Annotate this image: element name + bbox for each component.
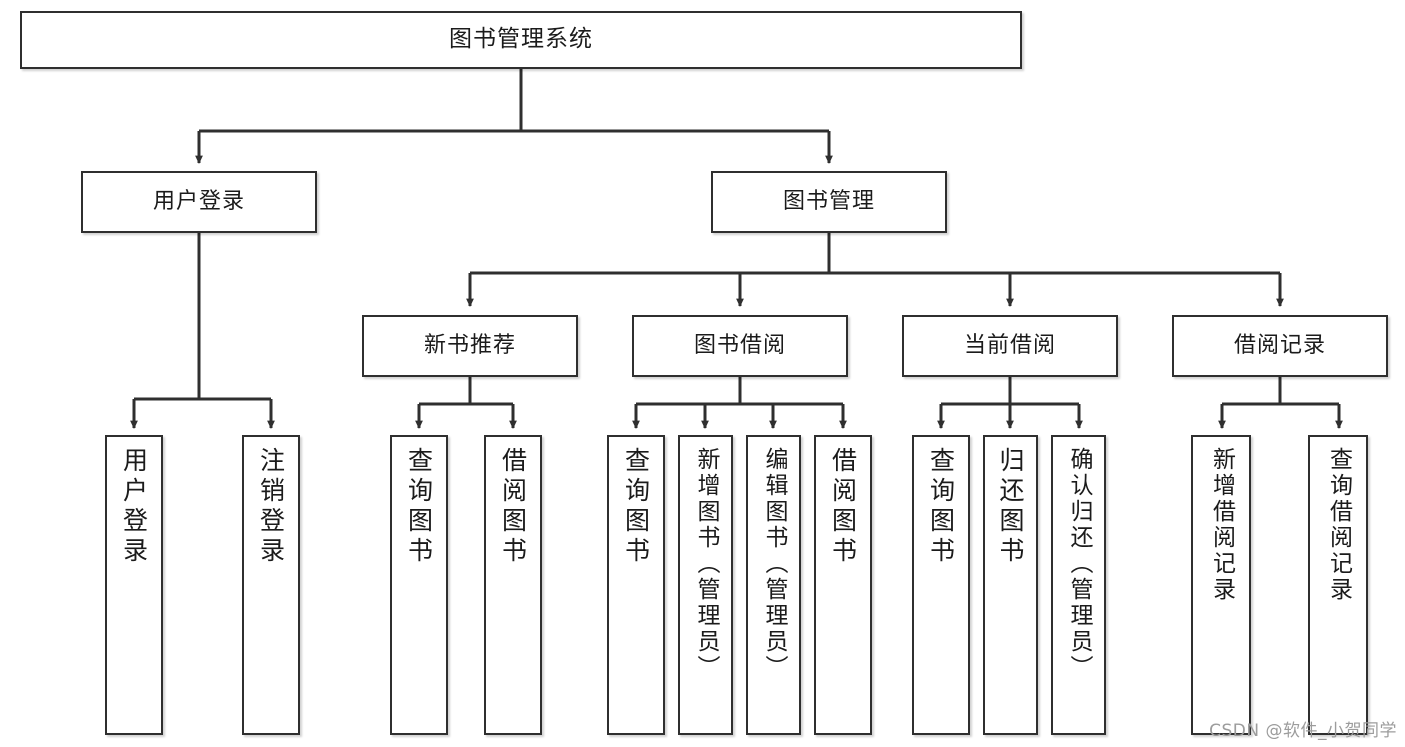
node-label: 查询图书 [926,447,956,567]
node-label: 编辑图书（管理员） [761,447,787,681]
leaf-borrow-query-book[interactable]: 查询图书 [607,435,665,735]
node-label: 借阅图书 [498,447,528,567]
node-label: 查询借阅记录 [1325,447,1352,603]
node-new-book-recommend[interactable]: 新书推荐 [362,315,578,377]
leaf-current-confirm-return-admin[interactable]: 确认归还（管理员） [1051,435,1106,735]
node-label: 图书借阅 [693,332,786,358]
node-label: 用户登录 [152,188,245,214]
node-borrow-record[interactable]: 借阅记录 [1172,315,1388,377]
leaf-borrow-edit-book-admin[interactable]: 编辑图书（管理员） [746,435,801,735]
node-label: 新书推荐 [423,332,516,358]
leaf-current-return-book[interactable]: 归还图书 [983,435,1038,735]
node-label: 注销登录 [256,447,286,567]
node-label: 图书管理系统 [449,26,593,53]
leaf-recommend-borrow-book[interactable]: 借阅图书 [484,435,542,735]
node-label: 借阅图书 [828,447,858,567]
node-label: 确认归还（管理员） [1066,447,1092,681]
node-label: 用户登录 [119,447,149,567]
csdn-watermark: CSDN @软件_小贺同学 [1209,721,1397,741]
leaf-borrow-add-book-admin[interactable]: 新增图书（管理员） [678,435,733,735]
leaf-user-logout[interactable]: 注销登录 [242,435,300,735]
node-label: 当前借阅 [963,332,1056,358]
node-user-login[interactable]: 用户登录 [81,171,317,233]
leaf-record-query-record[interactable]: 查询借阅记录 [1308,435,1368,735]
node-label: 图书管理 [782,188,875,214]
node-current-borrow[interactable]: 当前借阅 [902,315,1118,377]
node-book-management[interactable]: 图书管理 [711,171,947,233]
node-label: 借阅记录 [1233,332,1326,358]
node-label: 归还图书 [996,447,1025,567]
node-book-borrow[interactable]: 图书借阅 [632,315,848,377]
leaf-record-add-record[interactable]: 新增借阅记录 [1191,435,1251,735]
node-label: 新增借阅记录 [1208,447,1235,603]
leaf-recommend-query-book[interactable]: 查询图书 [390,435,448,735]
node-root-system[interactable]: 图书管理系统 [20,11,1022,69]
node-label: 查询图书 [621,447,651,567]
leaf-borrow-borrow-book[interactable]: 借阅图书 [814,435,872,735]
leaf-user-login[interactable]: 用户登录 [105,435,163,735]
node-label: 查询图书 [404,447,434,567]
leaf-current-query-book[interactable]: 查询图书 [912,435,970,735]
node-label: 新增图书（管理员） [693,447,719,681]
